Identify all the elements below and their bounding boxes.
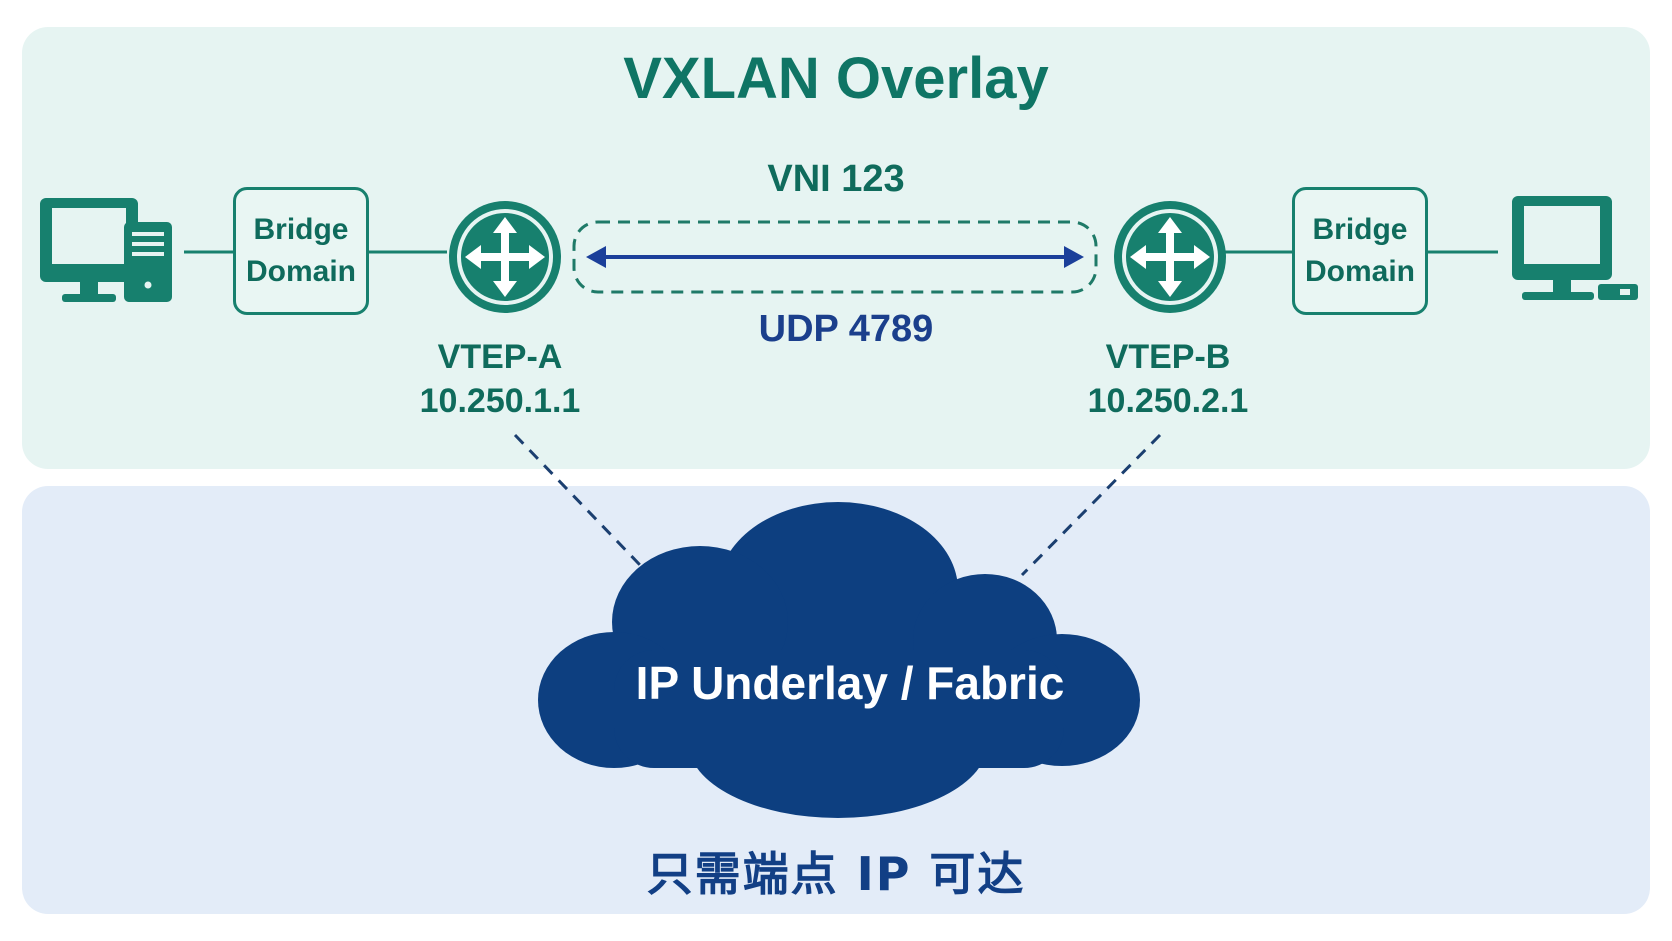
tunnel-arrow: [586, 246, 1084, 268]
desktop-computer-icon: [40, 198, 172, 302]
bridge-domain-label-line2: Domain: [245, 255, 356, 288]
router-icon: [1114, 201, 1226, 313]
bridge-domain-label-line1: Bridge: [1312, 213, 1408, 246]
vxlan-tunnel: [572, 220, 1098, 294]
vtep-b-underlay-link: [1020, 433, 1162, 577]
udp-port-label: UDP 4789: [758, 308, 934, 350]
bridge-domain-left: Bridge Domain: [233, 187, 369, 315]
vtep-b-name: VTEP-B: [1105, 338, 1231, 376]
cloud-icon: [538, 502, 1140, 818]
vtep-a-underlay-link: [513, 433, 642, 567]
vtep-a-name: VTEP-A: [437, 338, 563, 376]
vtep-b-ip: 10.250.2.1: [1087, 382, 1249, 420]
vni-label: VNI 123: [767, 158, 905, 200]
router-icon: [449, 201, 561, 313]
underlay-note: 只需端点 IP 可达: [646, 847, 1026, 901]
vtep-a-ip: 10.250.1.1: [419, 382, 581, 420]
underlay-cloud-label: IP Underlay / Fabric: [635, 657, 1065, 709]
bridge-domain-right: Bridge Domain: [1292, 187, 1428, 315]
bridge-domain-label-line1: Bridge: [253, 213, 349, 246]
desktop-computer-icon: [1512, 196, 1638, 300]
bridge-domain-label-line2: Domain: [1304, 255, 1415, 288]
overlay-title: VXLAN Overlay: [623, 46, 1049, 111]
